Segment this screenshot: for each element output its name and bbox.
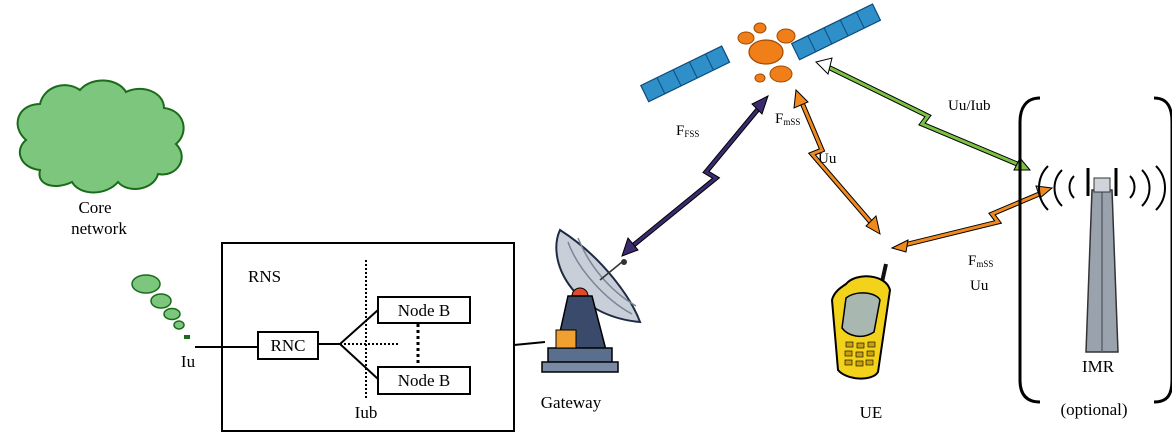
imr-label: IMR [1082,357,1115,376]
iu-label: Iu [181,352,196,371]
ue-phone-icon [830,263,892,380]
uu-iub-label: Uu/Iub [948,98,991,114]
link-arrowhead [751,95,769,115]
imr-tower-icon [1038,165,1166,353]
node-b-top-box [377,296,471,324]
link-arrowhead [621,236,639,257]
link-arrowhead [793,88,809,109]
link-arrowhead [815,57,833,75]
cloud-bubble [173,320,185,330]
cloud-bubble [131,274,161,294]
link-arrowhead [890,239,909,253]
node-b-bottom-box [377,366,471,395]
cloud-bubble [163,307,181,321]
rns-title: RNS [248,267,281,286]
ue-imr-link [890,185,1054,253]
uu-sat-label: Uu [818,151,837,167]
iub-label: Iub [355,403,378,422]
core-network-label-line2: network [71,219,127,238]
rns-box [221,242,515,432]
satellite-icon [640,3,882,103]
link-arrowhead [865,215,881,235]
imr-bracket [1018,96,1172,404]
rnc-label: RNC [271,336,306,355]
node-b-bottom-label: Node B [398,371,450,390]
core-network-cloud [16,79,190,339]
imr-optional-note: (optional) [1060,400,1127,419]
rnc-node-b-links [339,309,379,380]
rnc-box [257,331,319,360]
cloud-bubble [184,335,190,339]
imr-satellite-link [815,57,1032,171]
ue-satellite-link [793,88,881,235]
link-arrowhead [1013,157,1032,171]
node-b-top-label: Node B [398,301,450,320]
core-network-label-line1: Core [78,198,111,217]
fmss-label: FmSS [775,111,800,127]
ffss-label: FFSS [676,123,699,139]
cloud-bubble [150,293,172,309]
rns-gateway-link [513,341,546,346]
uu-imr-label: Uu [970,278,989,294]
fmss-imr-label: FmSS [968,253,993,269]
ue-label: UE [860,403,883,422]
gateway-satellite-link [621,95,769,257]
gateway-label: Gateway [541,393,602,412]
gateway-dish-icon [541,228,642,373]
